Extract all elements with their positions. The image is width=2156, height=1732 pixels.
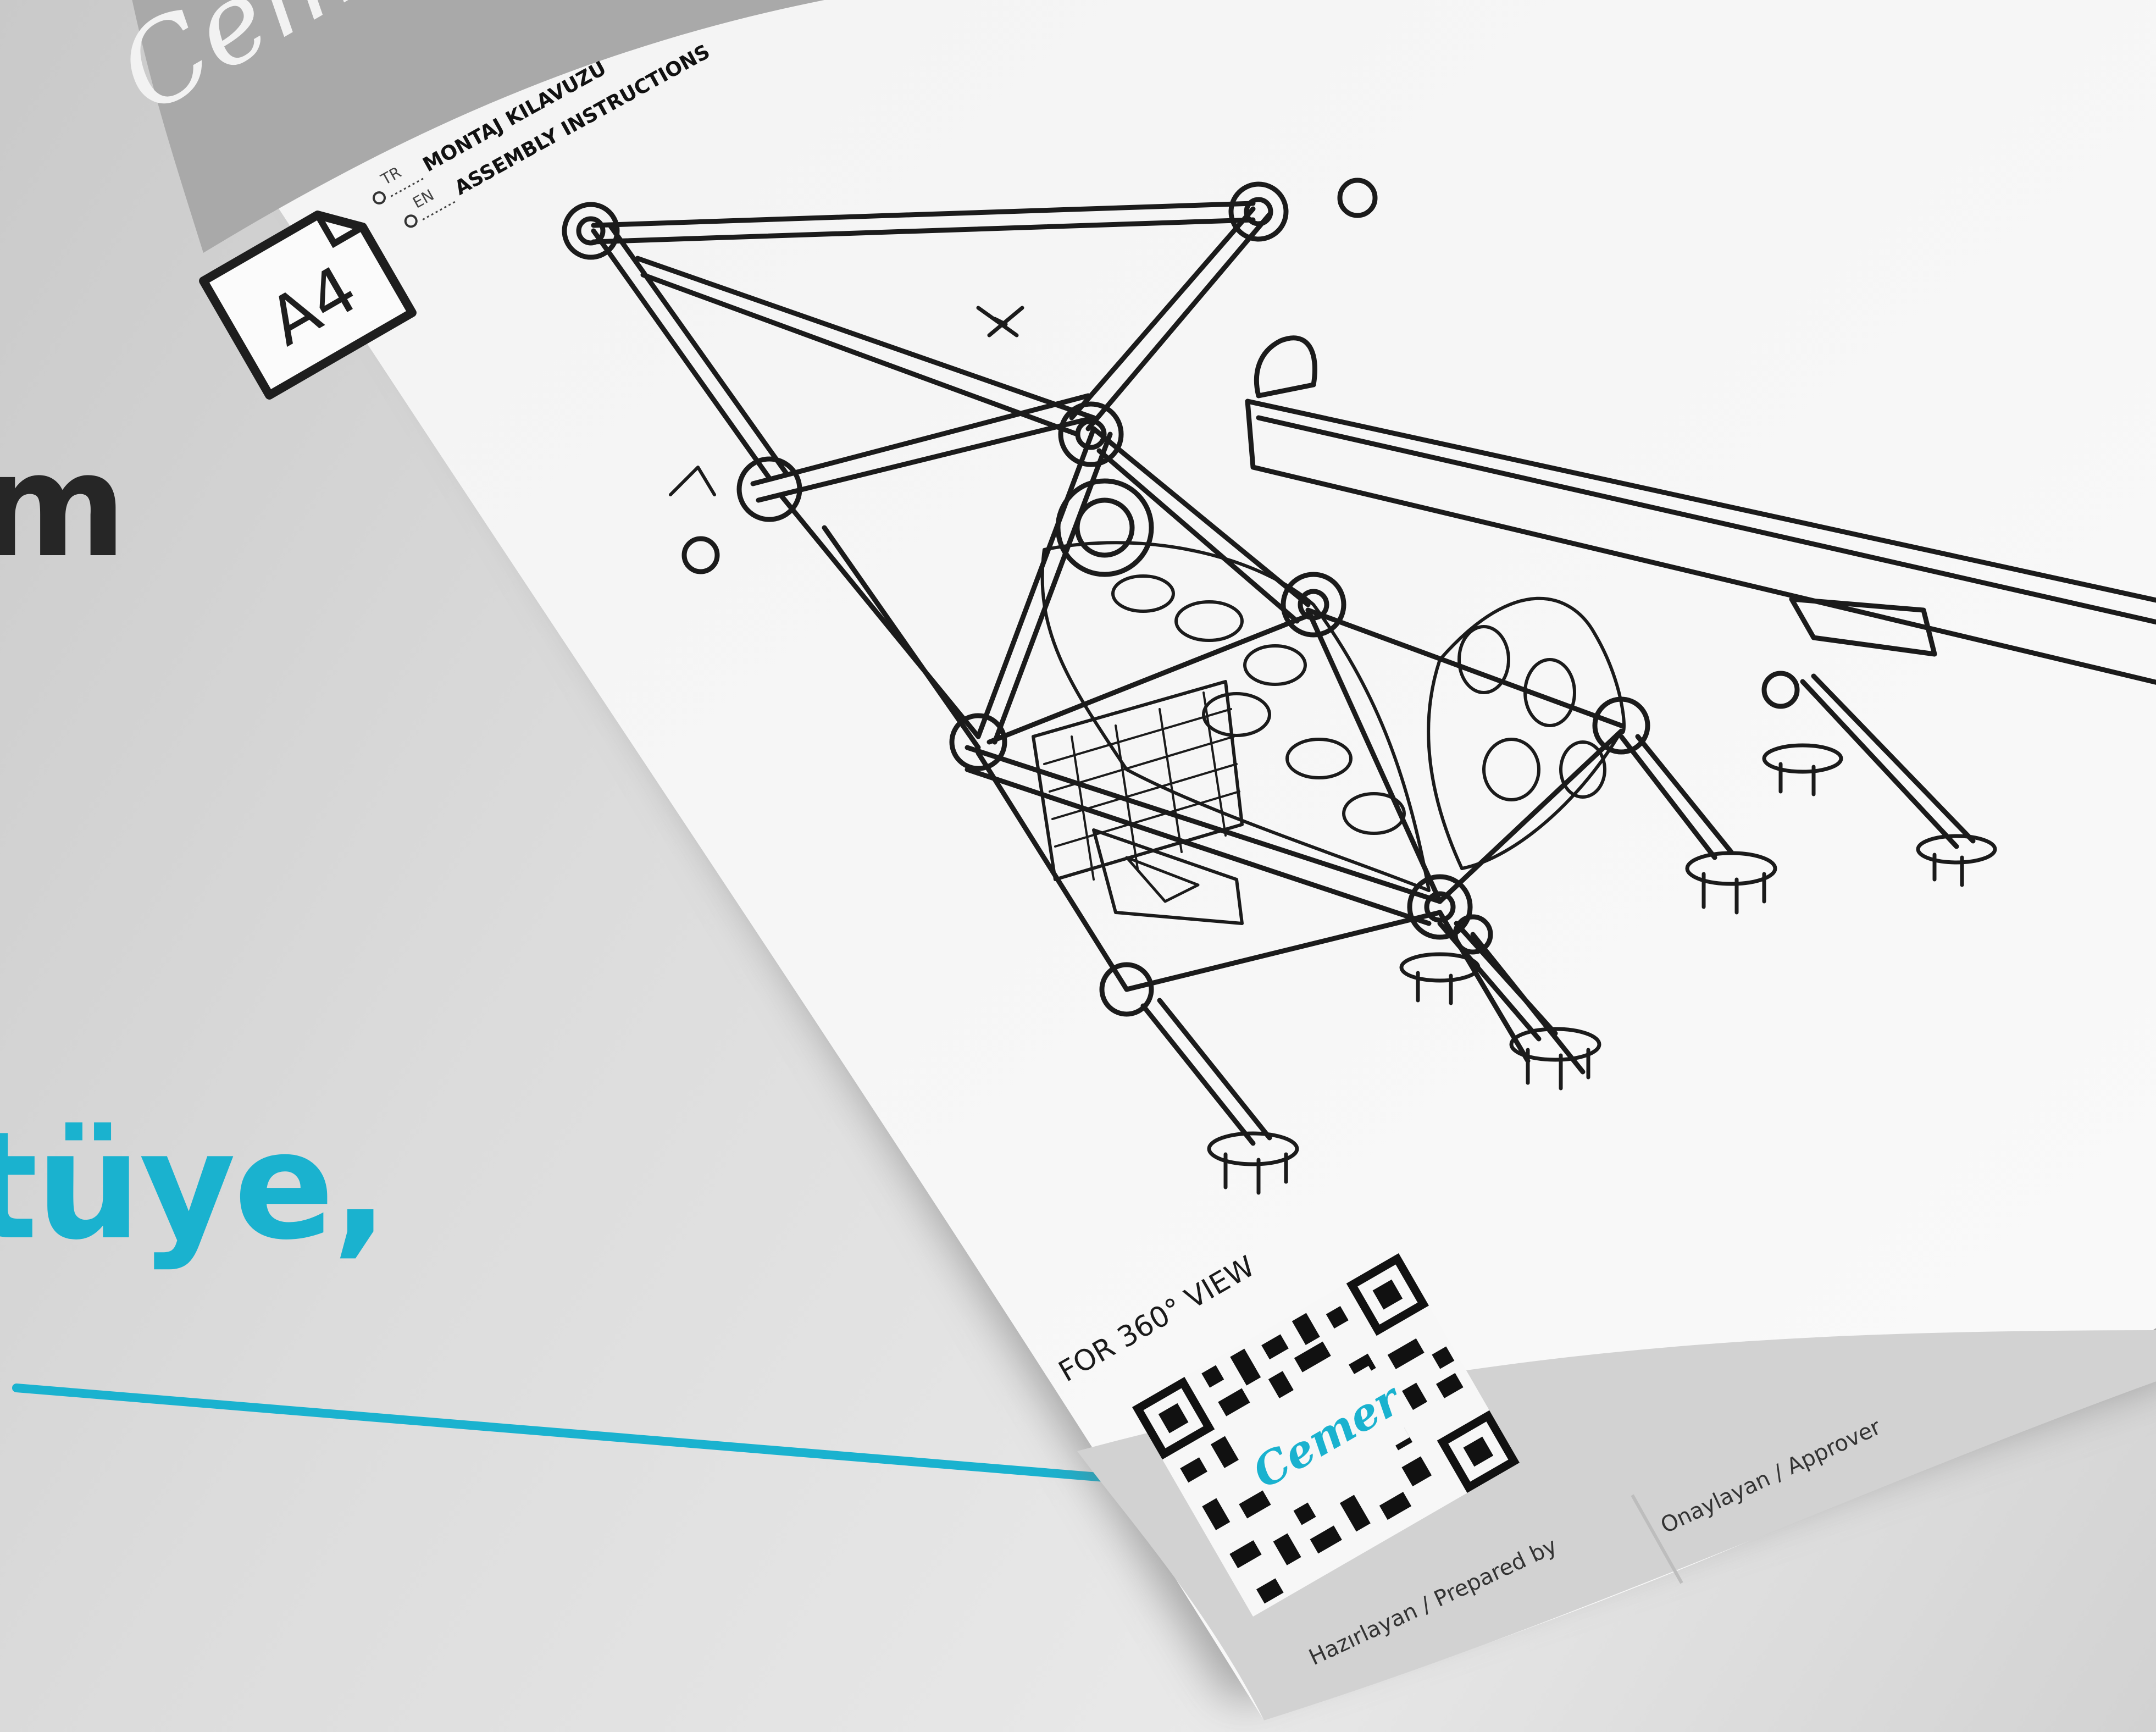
background-heading-accent: tüye,	[0, 1099, 389, 1272]
a4-icon: A4	[199, 211, 417, 400]
document-sheet	[143, 0, 2156, 1720]
background-heading-dark: m	[0, 423, 127, 589]
accent-divider-line	[12, 1384, 1109, 1482]
playground-assembly-drawing	[562, 178, 2156, 1195]
bullet-icon	[373, 191, 386, 204]
footer-divider	[1631, 1494, 1683, 1584]
header-band	[132, 0, 824, 253]
bullet-icon	[404, 214, 418, 228]
qr-code: Cemer	[1132, 1253, 1520, 1617]
